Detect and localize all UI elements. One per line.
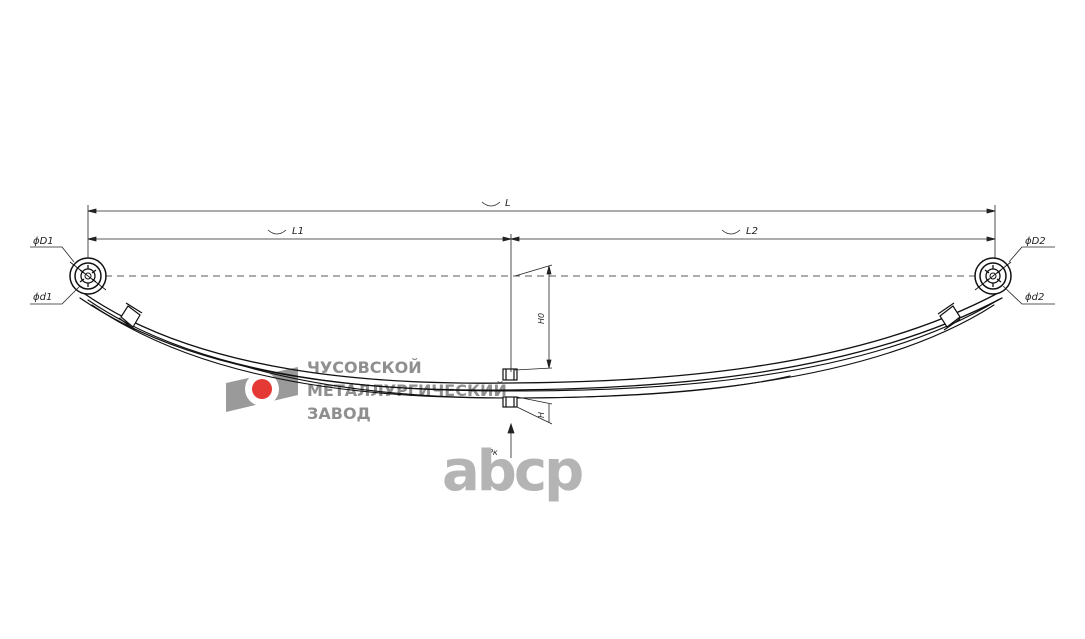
label-D2: ϕD2 [1025,236,1046,247]
arc-symbol-L [481,201,501,207]
right-clip-bolt [937,302,961,331]
dim-extension-H-top [516,396,553,405]
dim-arrow-L1-left [87,236,97,242]
leader-d2 [1002,285,1055,305]
dim-arrow-H0-top [546,265,552,275]
chmz-logo: ЧУСОВСКОЙ МЕТАЛЛУРГИЧЕСКИЙ ЗАВОД [226,358,507,423]
center-bolt [502,368,518,408]
label-d2: ϕd2 [1025,292,1044,303]
center-bolt-lines [505,369,515,407]
label-H0: H0 [537,313,546,324]
dim-extension-H0-bottom [514,367,553,371]
main-leaf-bottom [79,297,1003,391]
dim-extension-H0-top [514,264,553,277]
spring-leaves [79,291,1003,399]
label-H: H [537,412,546,418]
dim-arrow-H0-bottom [546,359,552,369]
left-eye-leader-top [69,261,107,291]
dim-arrow-L-right [986,208,996,214]
leader-D2 [1008,246,1055,263]
abcp-watermark: abcp [442,439,582,504]
left-clip [118,302,143,331]
label-L1: L1 [292,226,304,237]
dim-extension-H-bottom [516,406,553,425]
label-d1: ϕd1 [33,292,52,303]
dim-arrow-L2-left [510,236,520,242]
leader-d1 [30,285,81,305]
leader-D1 [30,246,75,263]
right-clip-body [939,305,961,328]
label-D1: ϕD1 [33,236,54,247]
logo-text-line2: МЕТАЛЛУРГИЧЕСКИЙ [307,381,507,400]
right-eye-leader-top [974,261,1012,291]
dim-arrow-L-left [87,208,97,214]
logo-text-line3: ЗАВОД [307,404,371,423]
logo-text-line1: ЧУСОВСКОЙ [307,358,422,377]
left-clip-body [120,305,141,328]
right-clip [937,302,961,331]
dim-arrow-L1-right [502,236,512,242]
second-leaf-top [87,299,999,392]
center-bolt-bottom-nut [502,396,518,408]
main-leaf-top [81,291,1001,384]
arc-symbol-L1 [267,229,287,235]
label-Pk: Pк [488,448,498,457]
dim-arrow-L2-right [986,236,996,242]
label-L2: L2 [746,226,758,237]
load-arrow-head [507,422,515,434]
arc-symbol-L2 [721,229,741,235]
dimension-lines [30,201,1055,458]
left-spring-eye [69,257,107,295]
left-clip-bolt [118,302,143,331]
center-bolt-top-nut [502,368,518,381]
logo-red-dot [252,379,272,399]
label-L: L [505,198,511,209]
